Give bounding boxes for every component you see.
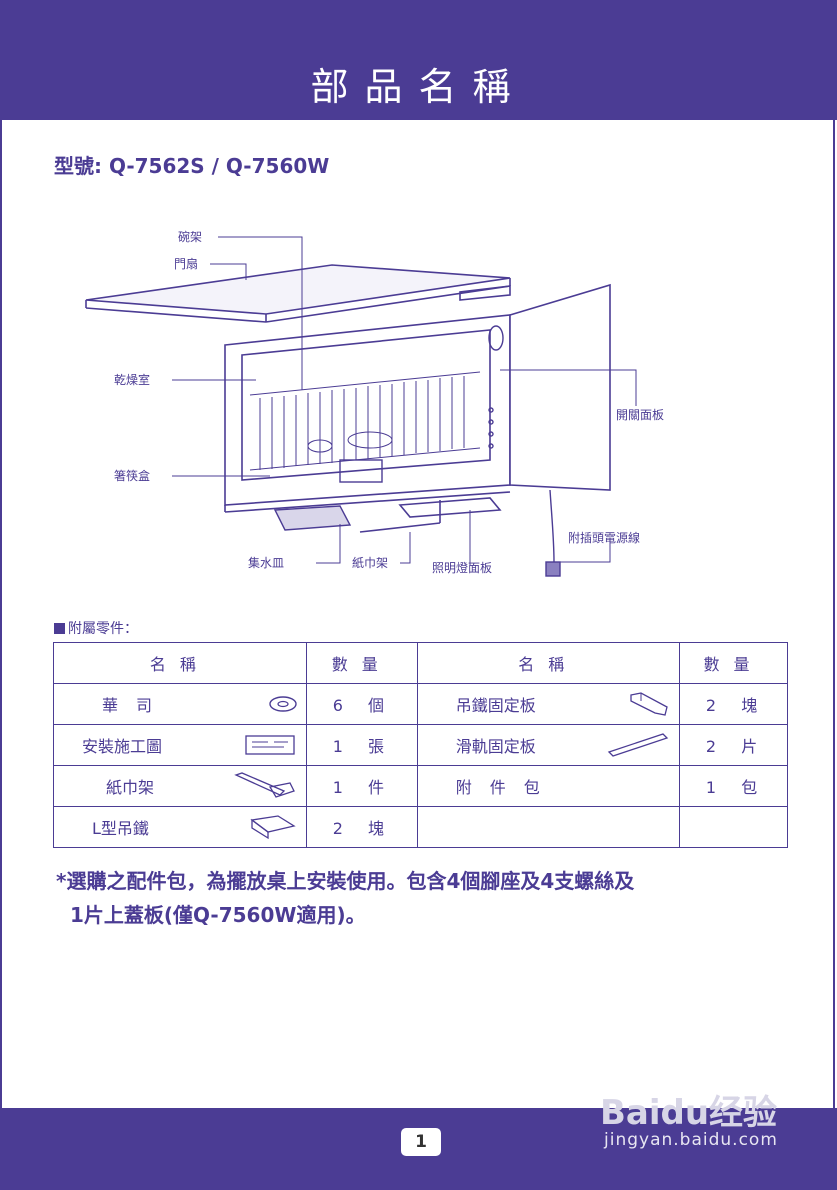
power-cord bbox=[545, 489, 561, 577]
l-bracket-icon bbox=[250, 815, 296, 840]
part-qty bbox=[678, 806, 789, 848]
page-title: 部品名稱 bbox=[310, 65, 527, 109]
washer-icon bbox=[269, 696, 297, 712]
label-door: 門扇 bbox=[174, 256, 198, 271]
label-bowl-rack: 碗架 bbox=[178, 229, 202, 244]
label-switch-panel: 開關面板 bbox=[616, 408, 664, 422]
purchase-note: *選購之配件包，為擺放桌上安裝使用。包含4個腳座及4支螺絲及 1片上蓋板(僅Q-… bbox=[56, 864, 806, 932]
hanger-plate-icon bbox=[630, 692, 668, 716]
part-qty: 2 片 bbox=[678, 724, 789, 766]
part-qty: 6 個 bbox=[305, 683, 418, 725]
table-row: 華司 6 個 吊鐵固定板 2 塊 bbox=[53, 683, 789, 725]
label-towel-rack: 紙巾架 bbox=[352, 555, 388, 570]
product-diagram: 碗架 門扇 乾燥室 箸筷盒 開關面板 附插頭電源線 集水皿 紙巾架 照明燈面板 bbox=[85, 229, 664, 577]
accessories-label: 附屬零件： bbox=[54, 618, 138, 638]
watermark-url: jingyan.baidu.com bbox=[604, 1130, 778, 1150]
part-name: 滑軌固定板 bbox=[455, 737, 536, 756]
rail-plate-icon bbox=[607, 733, 669, 757]
watermark-logo: Baidu经验 bbox=[600, 1093, 778, 1133]
header-band: 部品名稱 bbox=[0, 0, 837, 120]
header-name: 名稱 bbox=[53, 642, 307, 684]
part-qty: 1 包 bbox=[678, 765, 789, 807]
page-border bbox=[0, 120, 835, 1108]
part-name: L型吊鐵 bbox=[92, 819, 149, 838]
label-light-panel: 照明燈面板 bbox=[432, 560, 492, 575]
header-qty: 數量 bbox=[305, 642, 418, 684]
header-qty: 數量 bbox=[678, 642, 789, 684]
table-header-row: 名稱 數量 名稱 數量 bbox=[53, 642, 789, 684]
switch-panel-part bbox=[488, 325, 504, 449]
table-row: L型吊鐵 2 塊 bbox=[53, 806, 789, 848]
label-drying-chamber: 乾燥室 bbox=[114, 372, 150, 387]
door-panel bbox=[85, 264, 511, 323]
accessories-table: 名稱 數量 名稱 數量 華司 6 個 吊鐵固定板 2 塊 安裝施工圖 1 張 滑… bbox=[53, 642, 789, 848]
label-drip-tray: 集水皿 bbox=[248, 555, 284, 570]
part-qty: 1 張 bbox=[305, 724, 418, 766]
dish-rack bbox=[249, 371, 481, 471]
model-number: 型號: Q-7562S / Q-7560W bbox=[54, 154, 330, 178]
table-row: 安裝施工圖 1 張 滑軌固定板 2 片 bbox=[53, 724, 789, 766]
diagram-sheet-icon bbox=[245, 735, 295, 755]
part-name: 吊鐵固定板 bbox=[455, 696, 536, 715]
label-power-cord: 附插頭電源線 bbox=[568, 530, 640, 545]
note-line-2: 1片上蓋板(僅Q-7560W適用)。 bbox=[70, 903, 366, 927]
table-row: 紙巾架 1 件 附件包 1 包 bbox=[53, 765, 789, 807]
page-number: 1 bbox=[401, 1128, 441, 1156]
label-chopstick-box: 箸筷盒 bbox=[114, 468, 150, 483]
part-name: 紙巾架 bbox=[106, 778, 155, 797]
part-name: 華司 bbox=[102, 696, 171, 715]
towel-rack-part bbox=[359, 497, 502, 533]
note-line-1: *選購之配件包，為擺放桌上安裝使用。包含4個腳座及4支螺絲及 bbox=[56, 869, 635, 893]
square-bullet-icon bbox=[54, 623, 65, 634]
leader-lines bbox=[172, 236, 637, 565]
chopstick-box bbox=[339, 459, 383, 483]
drip-tray bbox=[273, 505, 352, 531]
towel-rack-icon bbox=[233, 772, 295, 798]
part-name: 安裝施工圖 bbox=[82, 737, 163, 756]
header-name: 名稱 bbox=[416, 642, 680, 684]
part-qty: 2 塊 bbox=[678, 683, 789, 725]
part-qty: 2 塊 bbox=[305, 806, 418, 848]
part-name: 附件包 bbox=[455, 778, 558, 797]
part-qty: 1 件 bbox=[305, 765, 418, 807]
